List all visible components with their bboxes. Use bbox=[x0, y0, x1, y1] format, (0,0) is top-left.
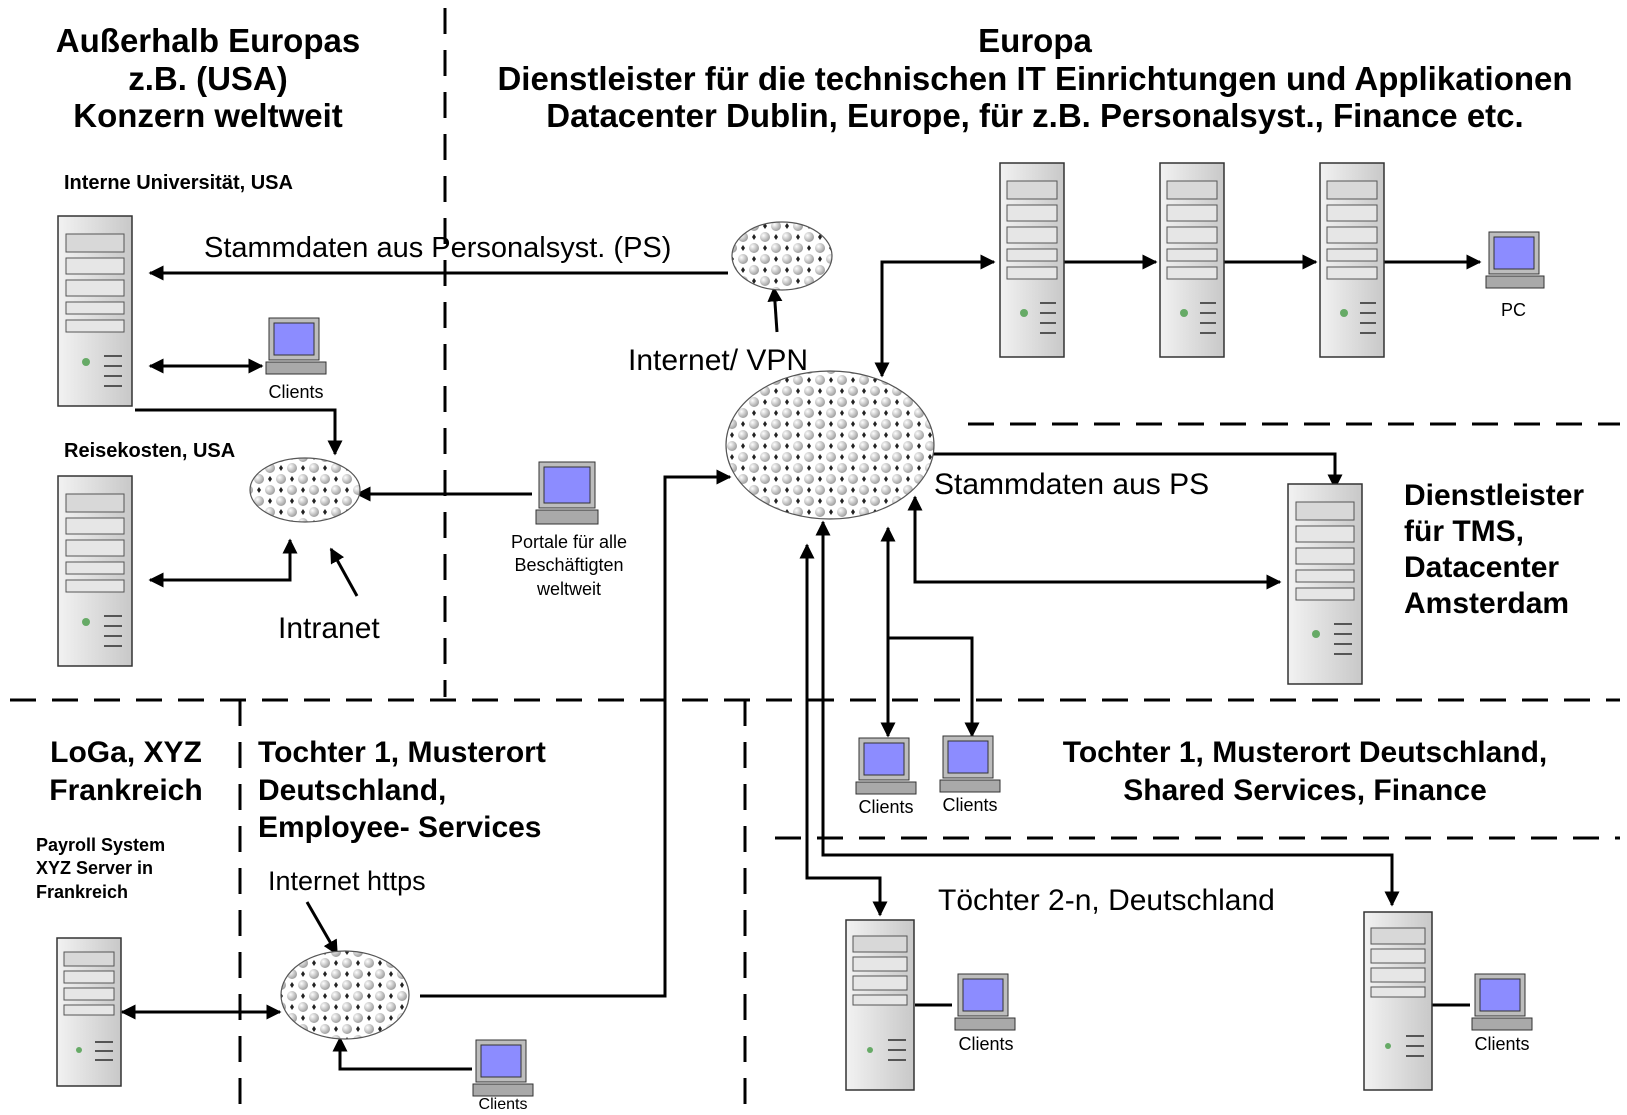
ss-clients-a-label: Clients bbox=[858, 797, 914, 817]
loga-sub3: Frankreich bbox=[36, 881, 129, 902]
edge-vpn-dublin bbox=[874, 254, 996, 378]
tms-line3: Datacenter bbox=[1404, 551, 1560, 584]
region-outside-europe-line3: Konzern weltweit bbox=[73, 97, 343, 135]
es-clients-label: Clients bbox=[478, 1096, 528, 1113]
region-outside-europe-line2: z.B. (USA) bbox=[128, 59, 288, 97]
edge-label-stammdaten: Stammdaten aus PS bbox=[934, 468, 1210, 501]
travel-server-label: Reisekosten, USA bbox=[64, 440, 236, 462]
server-icon bbox=[1319, 162, 1385, 358]
tms-line4: Amsterdam bbox=[1404, 587, 1570, 620]
t2-clients-b-label: Clients bbox=[1474, 1034, 1530, 1054]
tochter1-es-line3: Employee- Services bbox=[258, 811, 542, 844]
edge-label-stammdaten-top: Stammdaten aus Personalsyst. (PS) bbox=[204, 232, 672, 264]
server-icon bbox=[57, 215, 133, 407]
cloud-intranet-label: Intranet bbox=[278, 612, 380, 645]
loga-sub1: Payroll System bbox=[36, 835, 166, 855]
server-icon bbox=[1287, 483, 1363, 685]
server-icon bbox=[1159, 162, 1225, 358]
t2-clients-a-label: Clients bbox=[958, 1034, 1014, 1054]
edge-vpn-t2a bbox=[799, 543, 888, 917]
computer-icon bbox=[1485, 231, 1545, 289]
cloud-internet-https-label: Internet https bbox=[268, 866, 426, 896]
uni-clients-label: Clients bbox=[268, 382, 324, 402]
computer-icon bbox=[265, 317, 327, 375]
region-tms-title: Dienstleister für TMS, Datacenter Amster… bbox=[1404, 478, 1584, 622]
tochter1-es-line1: Tochter 1, Musterort bbox=[258, 736, 546, 769]
region-europe-title: Europa Dienstleister für die technischen… bbox=[465, 22, 1605, 135]
computer-icon bbox=[855, 737, 917, 795]
computer-icon bbox=[954, 973, 1016, 1031]
server-icon bbox=[845, 919, 915, 1091]
edge-vpn-tms-bottom bbox=[907, 495, 1282, 590]
region-toechter2n-label: Töchter 2-n, Deutschland bbox=[938, 884, 1275, 917]
portal-line1: Portale für alle bbox=[510, 532, 628, 552]
server-icon bbox=[57, 475, 133, 667]
region-europe-line3: Datacenter Dublin, Europe, für z.B. Pers… bbox=[546, 97, 1524, 135]
computer-icon bbox=[535, 461, 599, 525]
loga-line1: LoGa, XYZ bbox=[50, 736, 202, 769]
connections bbox=[120, 254, 1482, 1071]
cloud-ps bbox=[731, 221, 833, 291]
cloud-internet-vpn-label: Internet/ VPN bbox=[628, 344, 809, 377]
edge-travel-intranet bbox=[148, 538, 298, 588]
computer-icon bbox=[939, 735, 1001, 793]
computer-icon bbox=[472, 1039, 534, 1097]
edge-vpn-t2b bbox=[815, 520, 1400, 907]
server-icon bbox=[1363, 911, 1433, 1091]
ss-clients-b-label: Clients bbox=[942, 795, 998, 815]
tochter1-ss-line2: Shared Services, Finance bbox=[1123, 773, 1487, 807]
region-loga-subtitle: Payroll System XYZ Server in Frankreich bbox=[36, 834, 165, 904]
edge-vpn-pscloud bbox=[767, 286, 783, 333]
edge-esclients-https bbox=[332, 1036, 472, 1071]
pointer-intranet bbox=[329, 547, 359, 597]
computer-icon bbox=[1471, 973, 1533, 1031]
tms-line2: für TMS, bbox=[1404, 515, 1524, 548]
portal-line2: Beschäftigten bbox=[514, 555, 624, 576]
server-icon bbox=[999, 162, 1065, 358]
loga-line2: Frankreich bbox=[49, 773, 203, 807]
region-europe-line1: Europa bbox=[978, 22, 1092, 59]
region-europe-line2: Dienstleister für die technischen IT Ein… bbox=[497, 59, 1573, 97]
tms-line1: Dienstleister bbox=[1404, 479, 1585, 512]
loga-sub2: XYZ Server in bbox=[36, 858, 154, 879]
cloud-intranet bbox=[249, 457, 361, 523]
portal-pc-label: Portale für alle Beschäftigten weltweit bbox=[474, 531, 664, 601]
edge-uni-intranet bbox=[135, 408, 343, 456]
edge-https-vpn bbox=[420, 469, 732, 998]
tochter1-es-line2: Deutschland, bbox=[258, 773, 447, 807]
portal-line3: weltweit bbox=[536, 578, 602, 599]
region-tochter1-es-title: Tochter 1, Musterort Deutschland, Employ… bbox=[258, 734, 546, 847]
region-outside-europe-title: Außerhalb Europas z.B. (USA) Konzern wel… bbox=[28, 22, 388, 135]
uni-server-label: Interne Universität, USA bbox=[64, 172, 293, 194]
region-tochter1-ss-title: Tochter 1, Musterort Deutschland, Shared… bbox=[1010, 734, 1600, 809]
region-loga-title: LoGa, XYZ Frankreich bbox=[28, 734, 224, 809]
region-outside-europe-line1: Außerhalb Europas bbox=[55, 22, 361, 59]
edge-vpn-tms-top bbox=[930, 452, 1343, 490]
edge-vpn-ssclients-b bbox=[888, 636, 980, 738]
dublin-pc-label: PC bbox=[1501, 300, 1527, 320]
server-icon bbox=[56, 937, 122, 1087]
pointer-https bbox=[305, 901, 339, 956]
cloud-internet-vpn bbox=[725, 370, 935, 520]
cloud-internet-https bbox=[280, 950, 410, 1040]
tochter1-ss-line1: Tochter 1, Musterort Deutschland, bbox=[1062, 736, 1548, 769]
